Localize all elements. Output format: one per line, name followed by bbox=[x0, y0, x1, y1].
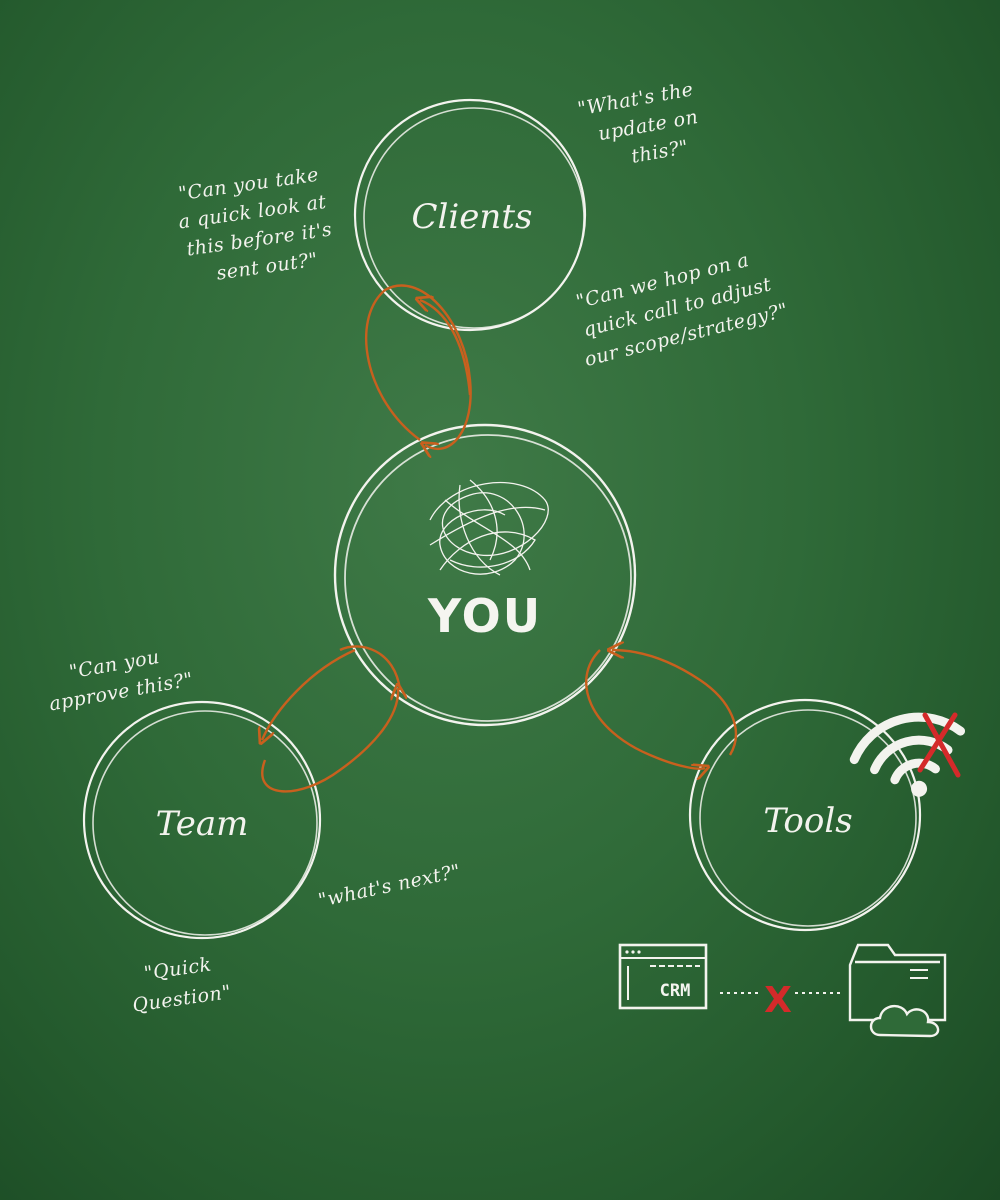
quote-line: this?" bbox=[630, 136, 691, 168]
quote-clients-left: "Can you take a quick look at this befor… bbox=[177, 164, 334, 285]
you-label: YOU bbox=[427, 589, 542, 643]
team-label: Team bbox=[156, 804, 249, 844]
tools-label: Tools bbox=[763, 801, 852, 841]
wifi-cross-icon bbox=[917, 712, 961, 778]
scribble-icon bbox=[429, 479, 549, 576]
tools-node: Tools bbox=[688, 698, 922, 932]
quote-line: "Quick bbox=[143, 954, 213, 985]
arrow-you-tools bbox=[585, 650, 738, 769]
team-node: Team bbox=[82, 700, 322, 940]
quote-team-bottom: "Quick Question" bbox=[131, 954, 233, 1017]
quote-team-top: "Can you approve this?" bbox=[47, 646, 194, 715]
broken-link-cross: X bbox=[764, 980, 792, 1021]
crm-label: CRM bbox=[660, 981, 691, 1001]
arrow-clients-you bbox=[364, 284, 472, 449]
quote-team-right: "what's next?" bbox=[316, 860, 462, 912]
quote-clients-right: "Can we hop on a quick call to adjust ou… bbox=[574, 249, 790, 371]
you-node: YOU bbox=[333, 423, 637, 727]
crm-window-icon: CRM bbox=[618, 943, 708, 1010]
broken-wifi-icon bbox=[849, 712, 966, 797]
quote-line: "what's next?" bbox=[316, 860, 462, 912]
cloud-folder-icon bbox=[848, 943, 947, 1038]
arrow-you-team bbox=[262, 645, 400, 793]
quote-clients-top-right: "What's the update on this?" bbox=[576, 78, 700, 168]
clients-label: Clients bbox=[412, 197, 533, 237]
clients-node: Clients bbox=[353, 98, 587, 332]
quote-line: Question" bbox=[131, 981, 233, 1017]
